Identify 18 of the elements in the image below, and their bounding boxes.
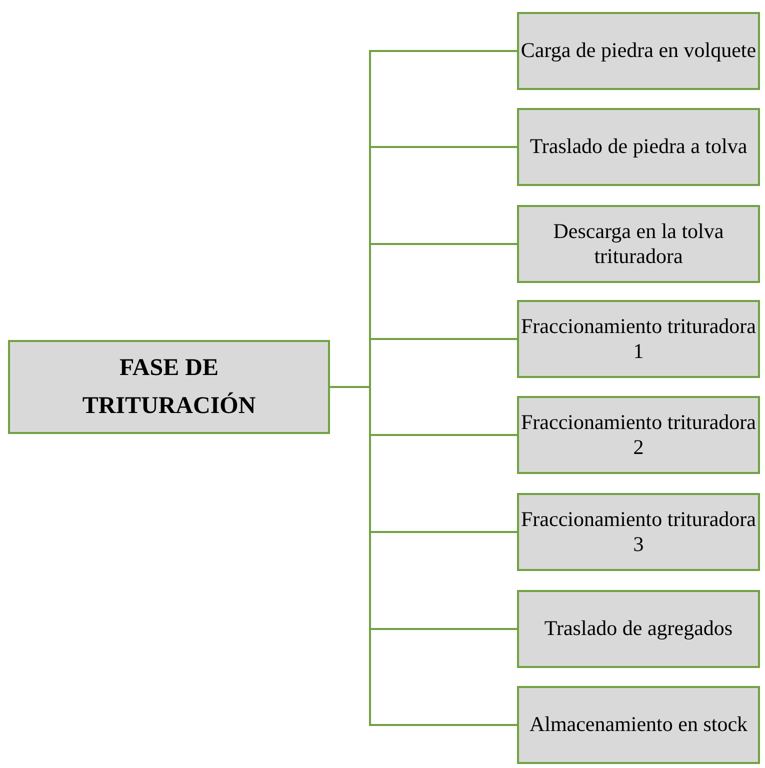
step-label: Traslado de piedra a tolva <box>530 134 748 160</box>
step-label: Almacenamiento en stock <box>529 712 748 738</box>
phase-title: FASE DE TRITURACIÓN <box>81 354 257 421</box>
process-box <box>517 590 760 668</box>
process-box <box>517 12 760 90</box>
step-label: Traslado de agregados <box>544 616 733 642</box>
step-label: Carga de piedra en volquete <box>520 38 756 64</box>
process-box <box>517 108 760 186</box>
step-label: Fraccionamiento trituradora 1 <box>520 314 757 364</box>
process-box <box>517 396 760 474</box>
step-label: Fraccionamiento trituradora 3 <box>520 506 757 558</box>
process-box <box>517 686 760 764</box>
phase-box <box>8 340 330 434</box>
process-box <box>517 493 760 571</box>
step-label: Fraccionamiento trituradora 2 <box>520 410 757 460</box>
process-box <box>517 205 760 283</box>
step-label: Descarga en la tolva trituradora <box>552 218 725 270</box>
process-box <box>517 300 760 378</box>
